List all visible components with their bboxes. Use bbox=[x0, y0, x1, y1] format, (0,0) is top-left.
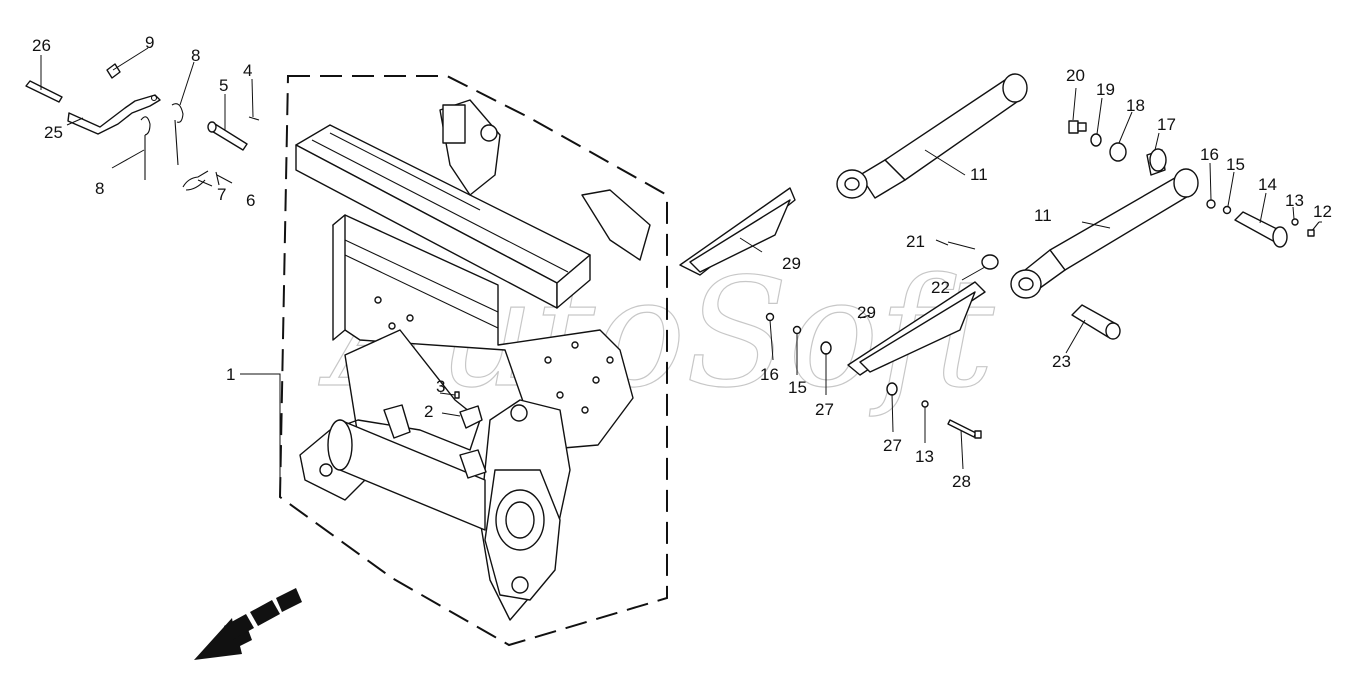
part-20-bolt bbox=[1068, 120, 1087, 134]
label-18: 18 bbox=[1126, 96, 1145, 115]
label-28: 28 bbox=[952, 472, 971, 491]
part-16-nut-right bbox=[1206, 199, 1216, 209]
part-16-nut bbox=[765, 312, 775, 322]
leader-lines bbox=[40, 47, 1322, 497]
part-27-washer-a bbox=[820, 341, 832, 355]
part-5-pin bbox=[207, 121, 248, 151]
part-8-pin-upper bbox=[171, 103, 184, 166]
label-12: 12 bbox=[1313, 202, 1332, 221]
frame-assembly bbox=[278, 75, 668, 647]
part-15-washer bbox=[792, 325, 802, 335]
part-18-washer bbox=[1109, 142, 1127, 162]
label-22: 22 bbox=[931, 278, 950, 297]
label-8-lower: 8 bbox=[95, 179, 104, 198]
label-19: 19 bbox=[1096, 80, 1115, 99]
label-2: 2 bbox=[424, 402, 433, 421]
part-28-bolt bbox=[947, 419, 982, 439]
label-15-right: 15 bbox=[1226, 155, 1245, 174]
label-26: 26 bbox=[32, 36, 51, 55]
part-6-pin bbox=[215, 171, 220, 186]
part-15-washer-right bbox=[1222, 205, 1232, 215]
label-7: 7 bbox=[217, 185, 226, 204]
label-25: 25 bbox=[44, 123, 63, 142]
part-12-bolt bbox=[1307, 221, 1320, 237]
label-1: 1 bbox=[226, 365, 235, 384]
part-4-cotter bbox=[248, 116, 260, 121]
part-9-nut bbox=[106, 63, 121, 79]
part-8-pin-lower bbox=[140, 116, 151, 180]
part-26-pin bbox=[25, 80, 63, 103]
frame-boundary bbox=[278, 75, 668, 647]
label-27-mid: 27 bbox=[815, 400, 834, 419]
part-3-key bbox=[454, 391, 460, 399]
part-25-lever bbox=[67, 94, 161, 135]
part-13-pin-right bbox=[1291, 218, 1299, 226]
label-9: 9 bbox=[145, 33, 154, 52]
label-15-lower: 15 bbox=[788, 378, 807, 397]
part-19-washer bbox=[1090, 133, 1102, 147]
part-7-clip bbox=[182, 170, 209, 191]
label-21: 21 bbox=[906, 232, 925, 251]
part-13-pin bbox=[921, 400, 929, 408]
part-29-guard-lower bbox=[847, 281, 986, 376]
label-27-lower: 27 bbox=[883, 436, 902, 455]
label-6: 6 bbox=[246, 191, 255, 210]
part-23-pin bbox=[1071, 304, 1121, 340]
label-20: 20 bbox=[1066, 66, 1085, 85]
label-11-lower: 11 bbox=[1034, 206, 1052, 225]
label-11-upper: 11 bbox=[970, 165, 988, 184]
label-29-upper: 29 bbox=[782, 254, 801, 273]
part-29-guard-upper bbox=[679, 187, 796, 276]
label-8-upper: 8 bbox=[191, 46, 200, 65]
callout-labels: 1 2 3 4 5 6 7 8 8 9 25 26 11 11 12 13 13… bbox=[32, 33, 1332, 491]
label-4: 4 bbox=[243, 61, 252, 80]
label-23: 23 bbox=[1052, 352, 1071, 371]
label-16-lower: 16 bbox=[760, 365, 779, 384]
part-2-saddle bbox=[459, 405, 483, 429]
label-5: 5 bbox=[219, 76, 228, 95]
label-14: 14 bbox=[1258, 175, 1277, 194]
label-17: 17 bbox=[1157, 115, 1176, 134]
label-13-right: 13 bbox=[1285, 191, 1304, 210]
part-11-cylinder-upper bbox=[836, 73, 1028, 199]
part-11-cylinder-lower bbox=[1010, 168, 1199, 299]
label-29-lower: 29 bbox=[857, 303, 876, 322]
part-21-pin bbox=[947, 241, 976, 250]
part-14-pin bbox=[1234, 211, 1288, 248]
label-13-lower: 13 bbox=[915, 447, 934, 466]
label-3: 3 bbox=[436, 377, 445, 396]
part-17-bushing bbox=[1146, 148, 1167, 176]
direction-arrow bbox=[194, 588, 302, 660]
label-16-right: 16 bbox=[1200, 145, 1219, 164]
part-27-washer-b bbox=[886, 382, 898, 396]
part-22-washer bbox=[981, 254, 999, 270]
